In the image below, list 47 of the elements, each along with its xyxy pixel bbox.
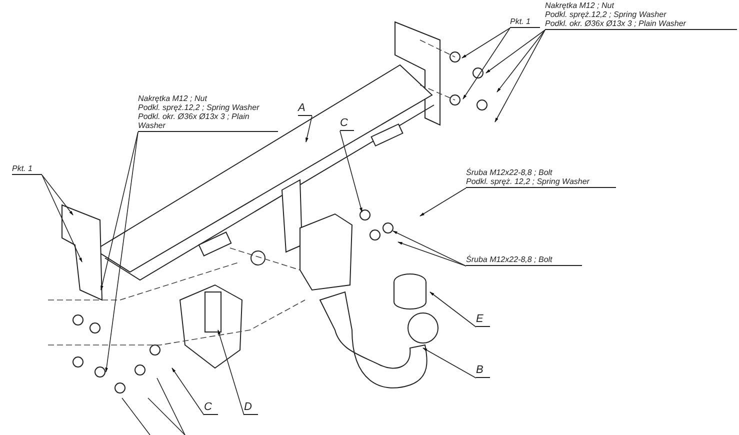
callout-text: Podkl. spręż.12,2 ; Spring Washer <box>138 103 260 112</box>
callout-label <box>204 401 218 415</box>
leader-line <box>422 348 476 378</box>
leader-line <box>306 116 312 142</box>
callout-text: A <box>298 102 306 114</box>
callout-text: B <box>476 364 484 376</box>
leader-line <box>486 30 546 74</box>
leader-line <box>496 30 546 92</box>
leader-line <box>105 132 138 372</box>
leader-line <box>420 188 466 216</box>
callout-label <box>244 401 258 415</box>
callout-label <box>340 117 354 131</box>
callout-text: Podkl. okr. Ø36x Ø13x 3 ; Plain Washer <box>545 19 688 28</box>
callout-label <box>466 255 582 266</box>
callout-label <box>466 168 616 188</box>
callout-label <box>510 17 540 28</box>
leader-line <box>494 30 546 122</box>
callout-text: Pkt. 1 <box>12 164 34 173</box>
leader-line <box>100 132 138 290</box>
callout-label <box>12 164 42 175</box>
callout-label <box>545 1 737 30</box>
leader-line <box>340 130 362 212</box>
callout-label <box>476 364 490 378</box>
callout-text: Nakrętka M12 ; Nut <box>138 94 208 103</box>
callout-text: Nakrętka M12 ; Nut <box>545 1 616 10</box>
callout-label <box>138 94 278 132</box>
callout-text: Podkl. okr. Ø36x Ø13x 3 ; Plain Washer <box>138 112 250 130</box>
leader-line <box>398 242 466 266</box>
callout-text: Śruba M12x22-8,8 ; Bolt <box>466 255 554 264</box>
callout-label <box>298 102 312 116</box>
callout-text: Podkl. spręż.12,2 ; Spring Washer <box>545 10 668 19</box>
callout-text: Podkl. spręż. 12,2 ; Spring Washer <box>466 177 591 186</box>
leader-line <box>462 28 510 58</box>
callout-text: D <box>244 401 253 413</box>
callout-text: E <box>476 313 484 325</box>
leader-line <box>430 292 476 328</box>
callout-text: C <box>204 401 213 413</box>
leader-line <box>42 174 82 262</box>
callout-label <box>476 313 490 327</box>
leader-line <box>218 330 244 416</box>
callout-text: Śruba M12x22-8,8 ; Bolt <box>466 168 554 177</box>
callout-text: Pkt. 1 <box>510 17 532 26</box>
leader-line <box>392 230 466 266</box>
leader-line <box>172 368 204 416</box>
callout-text: C <box>340 117 349 129</box>
leader-line <box>462 28 510 100</box>
leader-line <box>42 174 74 216</box>
